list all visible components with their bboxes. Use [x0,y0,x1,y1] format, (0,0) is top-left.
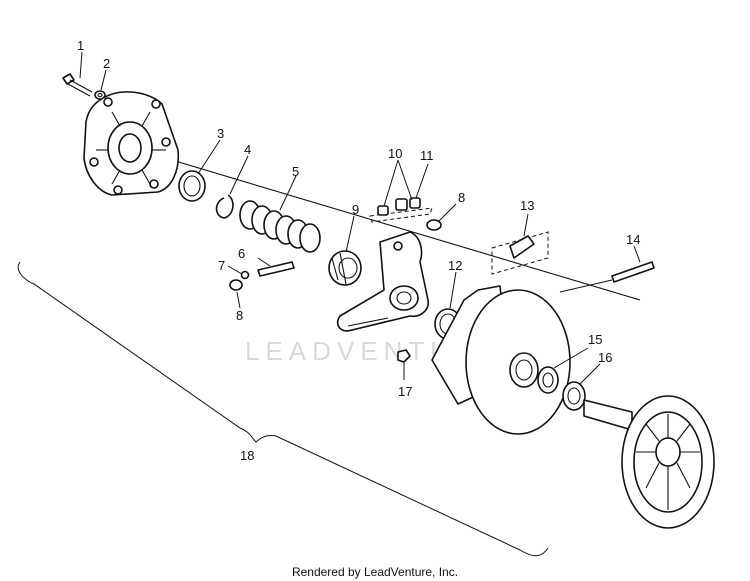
part-bushing-ring [178,170,206,202]
part-fixed-sheave [583,395,715,529]
part-washer-16 [562,381,586,411]
callout-9: 9 [352,202,359,217]
part-washer [94,90,106,100]
part-cover-plate [83,91,180,196]
leader-lines [79,51,641,385]
part-spider-arm [336,231,430,332]
part-bushing [537,366,559,394]
callout-18: 18 [240,448,254,463]
part-weight-nuts [369,197,433,223]
assembly-axis-line [104,139,641,301]
callout-11: 11 [420,148,434,163]
callout-16: 16 [598,350,612,365]
callout-7: 7 [218,258,225,273]
part-clip [491,231,549,275]
part-roller-right [426,219,442,231]
callout-17: 17 [398,384,412,399]
callout-14: 14 [626,232,640,247]
part-pin [257,261,295,277]
part-movable-sheave [431,285,571,435]
callout-10: 10 [388,146,402,161]
callout-8-right: 8 [458,190,465,205]
callout-3: 3 [217,126,224,141]
credit-text: Rendered by LeadVenture, Inc. [291,565,459,579]
part-nut [397,349,411,363]
part-roller-bushing [328,250,362,286]
part-roller-left [229,279,243,291]
callout-8-left: 8 [236,308,243,323]
callout-1: 1 [77,38,84,53]
callout-12: 12 [448,258,462,273]
callout-5: 5 [292,164,299,179]
part-spring [239,200,321,253]
assembly-bracket [17,261,549,557]
callout-15: 15 [588,332,602,347]
callout-6: 6 [238,246,245,261]
callout-13: 13 [520,198,534,213]
part-bolt [62,73,93,97]
part-long-pin [559,261,655,293]
callout-4: 4 [244,142,251,157]
part-ball [240,270,250,280]
part-snap-ring [215,194,234,219]
callout-2: 2 [103,56,110,71]
callout-labels: 1 2 3 4 5 6 7 8 9 10 11 8 12 13 14 15 16… [77,38,640,463]
